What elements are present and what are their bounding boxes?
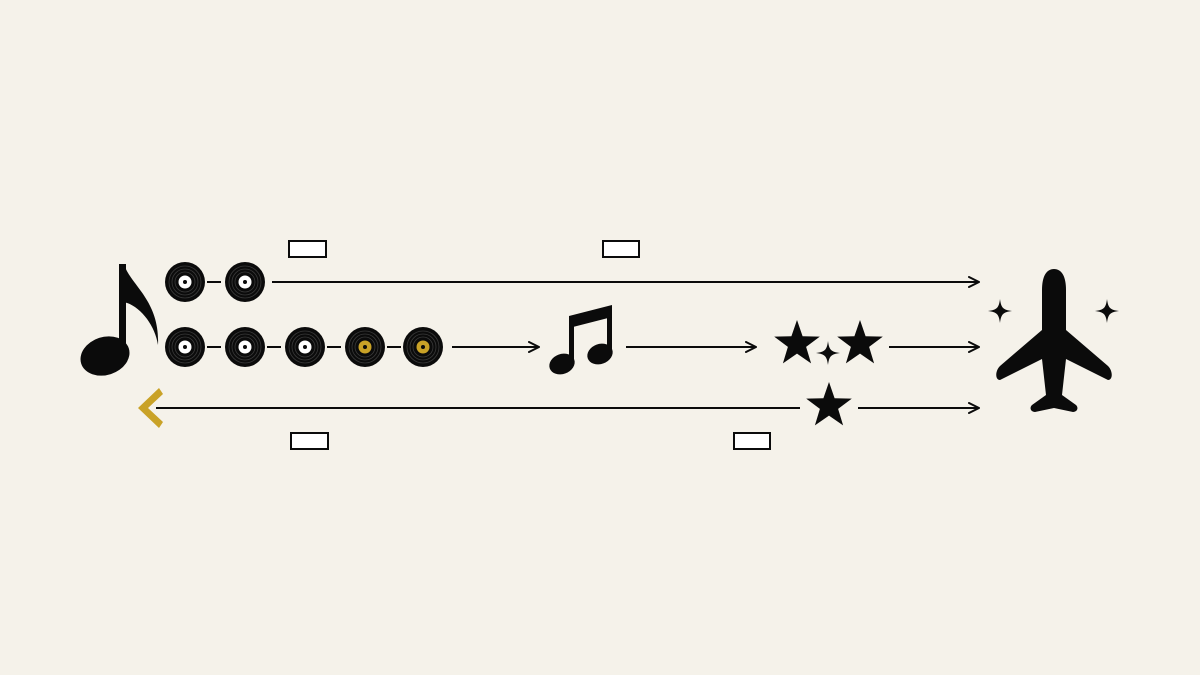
star-icon <box>806 382 852 426</box>
label-box-top-mid <box>602 240 640 258</box>
beamed-notes-icon <box>549 305 613 375</box>
vinyl-record-icon <box>164 261 206 303</box>
middle-record-row <box>164 326 444 368</box>
sparkle-icon <box>1095 299 1119 323</box>
label-boxes <box>288 240 771 450</box>
sparkle-icon <box>816 341 840 365</box>
vinyl-record-icon <box>164 326 206 368</box>
sparkle-icon <box>988 299 1012 323</box>
label-box-bottom-right <box>733 432 771 450</box>
star-icon <box>774 320 820 364</box>
eighth-note-icon <box>80 264 159 376</box>
top-record-row <box>164 261 266 303</box>
airplane-icon <box>988 269 1119 412</box>
label-box-bottom-left <box>290 432 329 450</box>
vinyl-record-icon <box>224 326 266 368</box>
chevron-left-icon <box>138 388 163 428</box>
vinyl-record-gold-icon <box>402 326 444 368</box>
star-cluster <box>774 320 883 426</box>
vinyl-record-icon <box>284 326 326 368</box>
label-box-top-left <box>288 240 327 258</box>
vinyl-record-gold-icon <box>344 326 386 368</box>
star-icon <box>837 320 883 364</box>
vinyl-record-icon <box>224 261 266 303</box>
